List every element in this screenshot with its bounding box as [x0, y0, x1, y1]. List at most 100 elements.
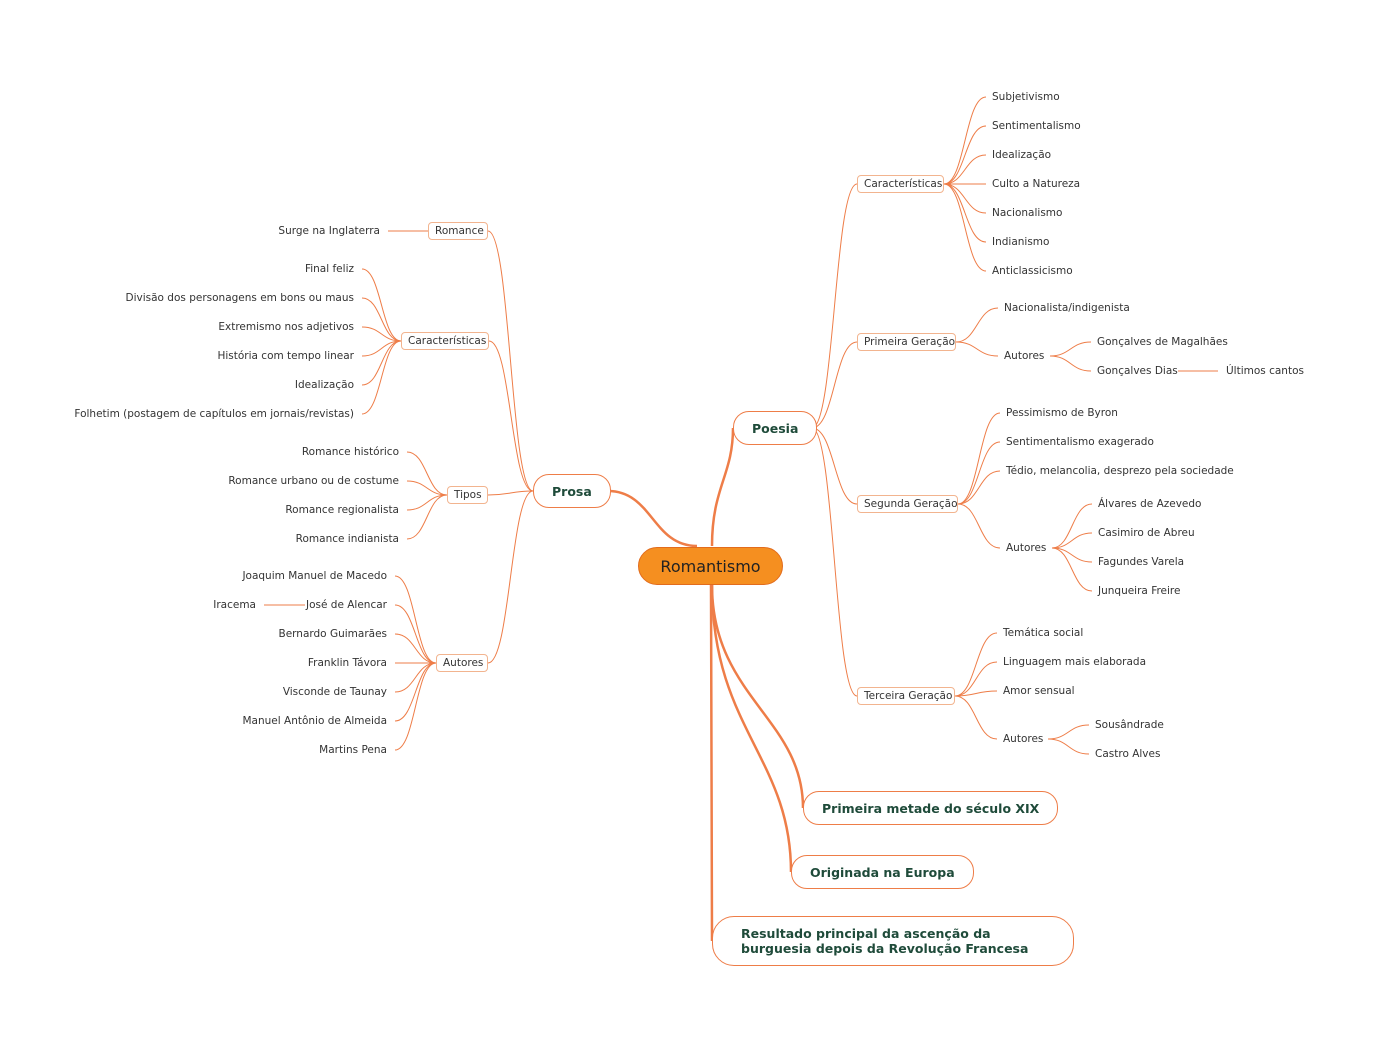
link-poesia-car-6: [943, 183, 987, 272]
leaf-seg-2: Tédio, melancolia, desprezo pela socieda…: [1006, 465, 1234, 477]
prosa-node[interactable]: Prosa: [533, 474, 611, 508]
link-tipo-1: [406, 480, 448, 496]
link-primeira-nac: [955, 307, 999, 343]
link-segunda-1: [957, 441, 1001, 505]
link-poesia-segunda: [811, 427, 858, 505]
segunda-geracao-node[interactable]: Segunda Geração: [857, 495, 958, 513]
primeira-metade-node[interactable]: Primeira metade do século XIX: [803, 791, 1059, 825]
leaf-poesia-car-4: Nacionalismo: [992, 207, 1063, 219]
leaf-ter-2: Amor sensual: [1003, 685, 1075, 697]
link-prosa-autor-0: [394, 575, 437, 664]
prosa-romance-label: Romance: [435, 225, 484, 237]
link-segunda-autor-3: [1051, 547, 1093, 592]
link-poesia-car-0: [943, 96, 987, 185]
prosa-caracteristicas-node[interactable]: Características: [401, 332, 489, 350]
resultado-label: Resultado principal da ascenção da burgu…: [741, 926, 1029, 956]
poesia-node[interactable]: Poesia: [733, 411, 818, 445]
leaf-prosa-autor-0: Joaquim Manuel de Macedo: [242, 570, 387, 582]
link-poesia-car-4: [943, 183, 987, 214]
link-root-prosa: [607, 489, 698, 548]
leaf-seg-1: Sentimentalismo exagerado: [1006, 436, 1154, 448]
link-prosa-tipos: [487, 490, 534, 496]
link-poesia-primeira: [811, 341, 858, 429]
prosa-romance-node[interactable]: Romance: [428, 222, 488, 240]
leaf-ter-1: Linguagem mais elaborada: [1003, 656, 1147, 668]
link-terceira-autores: [954, 695, 998, 740]
leaf-poesia-car-2: Idealização: [992, 149, 1052, 161]
link-root-primeira-metade: [710, 584, 805, 809]
leaf-terceira-autores: Autores: [1003, 733, 1044, 745]
leaf-seg-autor-2: Fagundes Varela: [1098, 556, 1185, 568]
leaf-tipo-3: Romance indianista: [295, 533, 399, 545]
link-terceira-2: [954, 690, 998, 697]
link-prosa-car-5: [361, 340, 402, 415]
leaf-poesia-car-5: Indianismo: [992, 236, 1050, 248]
link-prosa-autores: [487, 490, 534, 664]
primeira-metade-label: Primeira metade do século XIX: [822, 800, 1040, 816]
prosa-tipos-node[interactable]: Tipos: [447, 486, 488, 504]
link-primeira-autores: [955, 341, 999, 357]
poesia-caracteristicas-label: Características: [864, 178, 943, 190]
link-poesia-car-2: [943, 154, 987, 185]
leaf-poesia-car-6: Anticlassicismo: [992, 265, 1073, 277]
link-terceira-autor-0: [1047, 724, 1090, 740]
origem-node[interactable]: Originada na Europa: [791, 855, 974, 889]
leaf-seg-0: Pessimismo de Byron: [1006, 407, 1118, 419]
link-prosa-car: [488, 340, 534, 492]
primeira-geracao-label: Primeira Geração: [864, 336, 956, 348]
leaf-prosa-car-2: Extremismo nos adjetivos: [218, 321, 354, 333]
link-prosa-romance: [487, 230, 534, 492]
link-prosa-car-1: [361, 297, 402, 342]
poesia-caracteristicas-node[interactable]: Características: [857, 175, 944, 193]
leaf-ter-0: Temática social: [1003, 627, 1084, 639]
segunda-geracao-label: Segunda Geração: [864, 498, 958, 510]
link-segunda-2: [957, 470, 1001, 505]
leaf-prosa-autor-3: Franklin Távora: [307, 657, 387, 669]
link-root-origem: [710, 584, 793, 873]
origem-label: Originada na Europa: [810, 864, 955, 880]
leaf-prosa-car-3: História com tempo linear: [217, 350, 354, 362]
prosa-label: Prosa: [552, 483, 592, 499]
link-prosa-autor-5: [394, 662, 437, 722]
link-prosa-car-4: [361, 340, 402, 386]
prosa-autores-node[interactable]: Autores: [436, 654, 488, 672]
leaf-seg-autor-3: Junqueira Freire: [1098, 585, 1181, 597]
resultado-node[interactable]: Resultado principal da ascenção da burgu…: [712, 916, 1074, 966]
leaf-tipo-1: Romance urbano ou de costume: [228, 475, 399, 487]
leaf-primeira-autores: Autores: [1004, 350, 1045, 362]
link-root-resultado: [709, 584, 714, 942]
link-poesia-car-1: [943, 125, 987, 185]
link-tipo-0: [406, 451, 448, 496]
link-prosa-car-2: [361, 326, 402, 342]
leaf-ter-autor-1: Castro Alves: [1095, 748, 1161, 760]
leaf-surge-inglaterra: Surge na Inglaterra: [278, 225, 380, 237]
link-segunda-autor-2: [1051, 547, 1093, 563]
terceira-geracao-node[interactable]: Terceira Geração: [857, 687, 955, 705]
leaf-iracema: Iracema: [213, 599, 256, 611]
leaf-poesia-car-3: Culto a Natureza: [992, 178, 1081, 190]
link-prosa-autor-1: [394, 604, 437, 664]
leaf-ter-autor-0: Sousândrade: [1095, 719, 1164, 731]
poesia-label: Poesia: [752, 420, 799, 436]
link-poesia-car: [811, 183, 858, 429]
link-segunda-autores: [957, 503, 1001, 549]
leaf-ultimos-cantos: Últimos cantos: [1226, 365, 1304, 377]
leaf-tipo-0: Romance histórico: [301, 446, 399, 458]
link-terceira-0: [954, 632, 998, 697]
leaf-seg-autor-1: Casimiro de Abreu: [1098, 527, 1195, 539]
leaf-prosa-autor-4: Visconde de Taunay: [282, 686, 387, 698]
link-segunda-autor-0: [1051, 503, 1093, 549]
link-terceira-1: [954, 661, 998, 697]
link-root-poesia: [710, 427, 735, 547]
leaf-prosa-autor-1: José de Alencar: [306, 599, 387, 611]
primeira-geracao-node[interactable]: Primeira Geração: [857, 333, 956, 351]
link-tipo-3: [406, 494, 448, 540]
leaf-seg-autor-0: Álvares de Azevedo: [1098, 498, 1202, 510]
link-prosa-car-0: [361, 268, 402, 342]
leaf-tipo-2: Romance regionalista: [285, 504, 399, 516]
root-node[interactable]: Romantismo: [638, 547, 783, 585]
leaf-prosa-autor-5: Manuel Antônio de Almeida: [242, 715, 388, 727]
prosa-caracteristicas-label: Características: [408, 335, 487, 347]
leaf-prosa-car-1: Divisão dos personagens em bons ou maus: [125, 292, 355, 304]
